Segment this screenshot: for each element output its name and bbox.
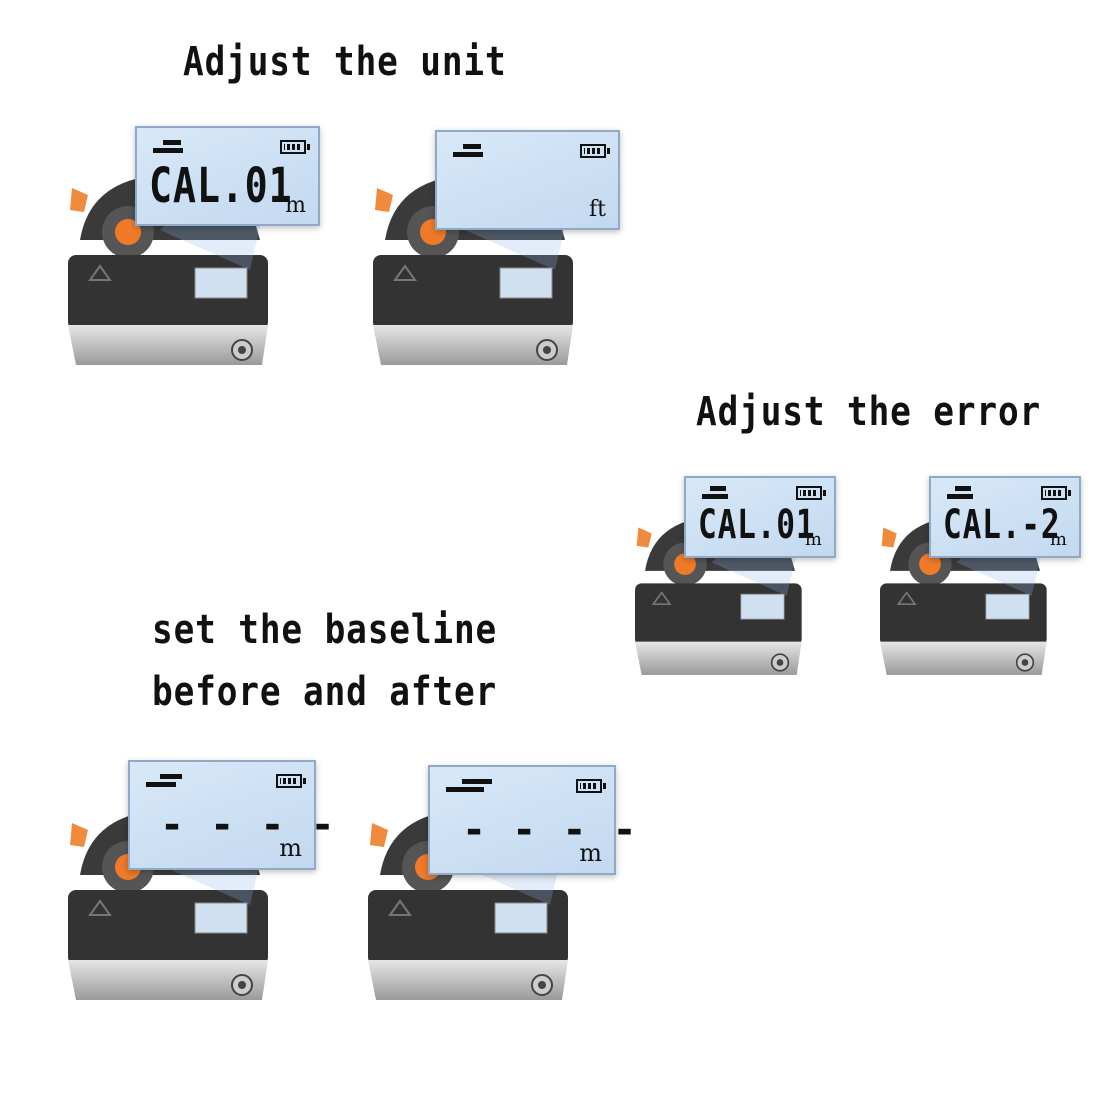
tape-measure-device: - - - - m <box>50 755 335 1005</box>
signal-bars-icon <box>146 774 182 787</box>
battery-icon <box>1041 486 1071 500</box>
tape-measure-device: CAL.-2 m <box>865 470 1081 680</box>
lcd-display-callout: CAL.01 m <box>684 476 836 558</box>
battery-icon <box>796 486 826 500</box>
lcd-display-callout: CAL.-2 m <box>929 476 1081 558</box>
battery-icon <box>280 140 310 154</box>
lcd-unit: m <box>1049 529 1067 550</box>
tape-measure-device: ft <box>355 120 620 370</box>
lcd-reading: CAL.01 <box>698 502 816 548</box>
heading-set-baseline-line2: before and after <box>152 669 498 715</box>
lcd-display-callout: - - - - m <box>428 765 637 875</box>
battery-icon <box>276 774 306 788</box>
lcd-display-callout: CAL.01 m <box>135 126 320 226</box>
signal-bars-icon <box>446 779 492 792</box>
lcd-display-callout: - - - - m <box>128 760 335 870</box>
tape-measure-device: - - - - m <box>350 755 637 1005</box>
lcd-unit: ft <box>589 197 606 222</box>
lcd-display-callout: ft <box>435 130 620 230</box>
signal-bars-icon <box>947 486 973 499</box>
signal-bars-icon <box>153 140 183 153</box>
lcd-reading: CAL.-2 <box>943 502 1061 548</box>
lcd-unit: m <box>285 193 306 218</box>
lcd-unit: m <box>804 529 822 550</box>
tape-measure-device: CAL.01 m <box>620 470 836 680</box>
heading-adjust-unit: Adjust the unit <box>183 39 507 85</box>
signal-bars-icon <box>702 486 728 499</box>
lcd-reading: - - - - <box>462 807 638 853</box>
lcd-reading: - - - - <box>160 802 336 848</box>
lcd-reading: CAL.01 <box>149 158 293 214</box>
heading-adjust-error: Adjust the error <box>696 389 1042 435</box>
battery-icon <box>580 144 610 158</box>
tape-measure-device: CAL.01 m <box>50 120 320 370</box>
lcd-unit: m <box>279 834 302 862</box>
signal-bars-icon <box>453 144 483 157</box>
battery-icon <box>576 779 606 793</box>
lcd-unit: m <box>579 839 602 867</box>
heading-set-baseline-line1: set the baseline <box>152 607 498 653</box>
